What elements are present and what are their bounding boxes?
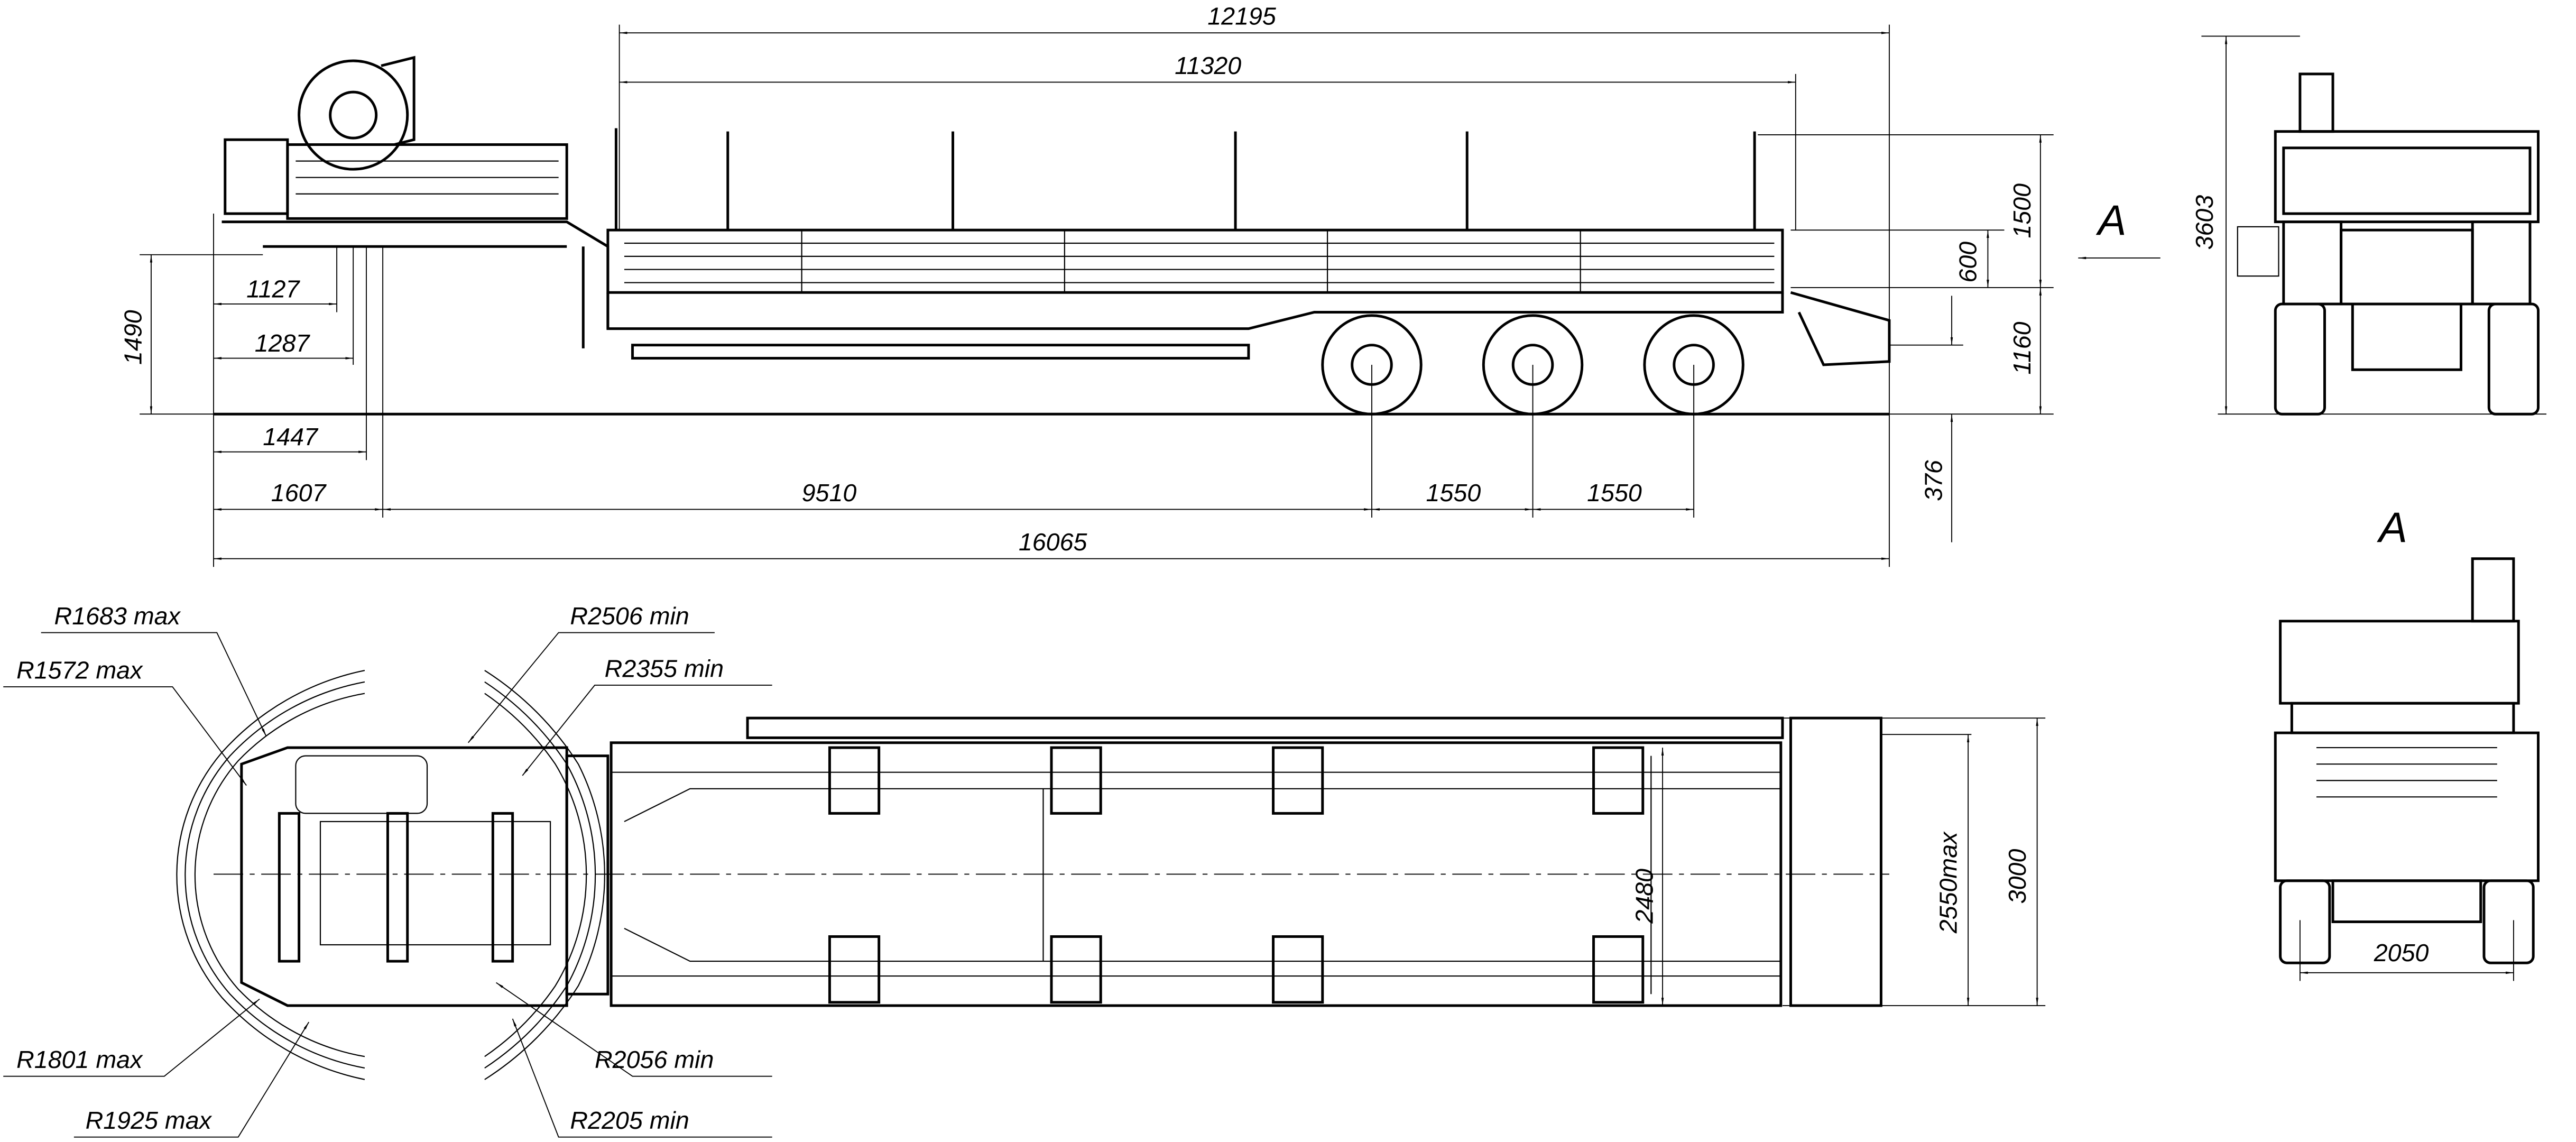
dim-1490: 1490 <box>119 310 146 365</box>
winch-frame <box>381 56 416 146</box>
dim-1607: 1607 <box>271 479 327 506</box>
dim-9510: 9510 <box>802 479 857 506</box>
radius-r2056-min: R2056 min <box>595 1046 714 1073</box>
dim-1287: 1287 <box>255 329 311 357</box>
view-a: A 2050 <box>2274 504 2540 981</box>
dim-376: 376 <box>1919 460 1947 501</box>
dim-3603: 3603 <box>2191 195 2218 250</box>
radius-r2506-min: R2506 min <box>570 602 689 630</box>
gooseneck-platform <box>286 143 568 220</box>
radius-r1572-max: R1572 max <box>16 657 143 684</box>
dim-1500: 1500 <box>2008 183 2036 238</box>
radius-r1925-max: R1925 max <box>86 1107 213 1134</box>
radius-r1683-max: R1683 max <box>54 602 181 630</box>
radius-r1801-max: R1801 max <box>16 1046 143 1073</box>
winch-drum <box>298 59 409 171</box>
dim-3000: 3000 <box>2003 849 2031 904</box>
turning-radius-arcs <box>176 669 605 1080</box>
chassis <box>606 292 1784 330</box>
view-a-label: A <box>2377 504 2407 552</box>
dim-16065: 16065 <box>1019 528 1088 556</box>
rear-view: 3603 <box>2191 35 2547 416</box>
stakes <box>614 128 1756 231</box>
tool-cabinet <box>224 138 289 215</box>
dim-11320: 11320 <box>1175 52 1241 79</box>
rear-ramp <box>1790 291 1891 366</box>
radius-r2205-min: R2205 min <box>570 1107 689 1134</box>
dim-1127: 1127 <box>246 275 300 303</box>
dim-2550max: 2550max <box>1934 831 1962 934</box>
dim-1550-b: 1550 <box>1587 479 1642 506</box>
side-boards <box>606 228 1784 294</box>
gooseneck-plan <box>240 746 568 1007</box>
dim-1447: 1447 <box>263 423 319 450</box>
view-a-arrow-label: A <box>2096 197 2127 244</box>
dim-1550-a: 1550 <box>1426 479 1481 506</box>
dim-1160: 1160 <box>2008 321 2036 374</box>
dim-12195: 12195 <box>1207 3 1277 30</box>
dim-2480: 2480 <box>1630 869 1658 924</box>
plan-view: R1683 max R1572 max R2506 min R2355 min … <box>3 602 2046 1138</box>
dim-2050: 2050 <box>2374 939 2429 966</box>
radius-r2355-min: R2355 min <box>605 655 724 682</box>
dim-600: 600 <box>1954 242 1982 283</box>
side-view: 12195 11320 1500 600 1160 376 1490 1127 … <box>119 3 2160 567</box>
lower-frame <box>631 344 1250 360</box>
